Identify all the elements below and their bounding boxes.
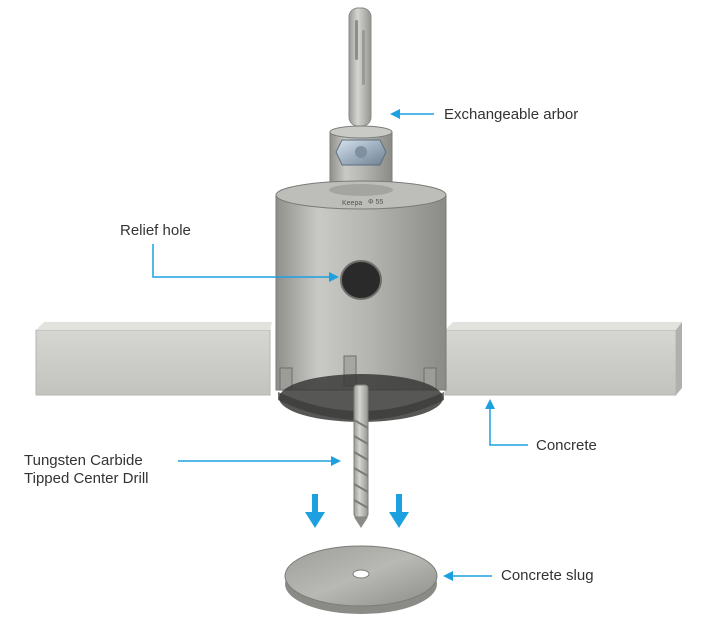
- svg-text:Keepa: Keepa: [342, 200, 362, 207]
- size-marking: Φ 55: [368, 199, 383, 206]
- label-relief-hole: Relief hole: [120, 222, 191, 239]
- label-center-drill-line1: Tungsten Carbide: [24, 452, 143, 469]
- arrow-left-icon: [443, 571, 492, 581]
- concrete-slab-left: [35, 322, 272, 396]
- arbor-collar: [329, 125, 393, 186]
- sds-shank: [348, 7, 372, 127]
- label-concrete: Concrete: [536, 437, 597, 454]
- relief-hole: [340, 260, 382, 300]
- label-center-drill-line2: Tipped Center Drill: [24, 470, 149, 487]
- arrow-down-icon: [389, 494, 409, 528]
- arrow-up-icon: [485, 399, 528, 446]
- concrete-slug: [284, 545, 438, 614]
- callout-center-drill: [178, 456, 341, 466]
- concrete-slab-right: [444, 322, 682, 396]
- center-drill: [353, 384, 369, 528]
- arrow-left-icon: [390, 109, 434, 119]
- label-concrete-slug: Concrete slug: [501, 567, 594, 584]
- label-exchangeable-arbor: Exchangeable arbor: [444, 106, 579, 123]
- arrow-down-icon: [305, 494, 325, 528]
- callout-relief-hole: [152, 244, 339, 282]
